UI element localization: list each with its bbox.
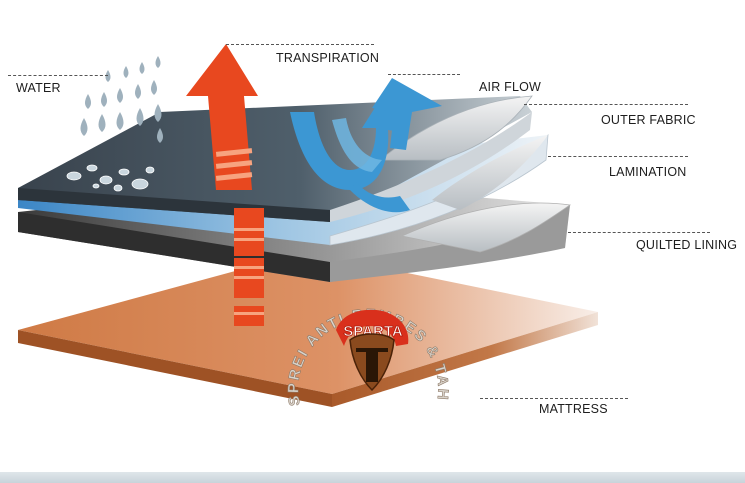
water-label: WATER (16, 81, 61, 95)
outer-fabric-leader-line (524, 104, 688, 105)
transpiration-leader-line (226, 44, 374, 45)
bottom-strip (0, 472, 745, 483)
quilted-lining-label: QUILTED LINING (636, 238, 737, 252)
transpiration-label: TRANSPIRATION (276, 51, 379, 65)
air-flow-leader-line (388, 74, 460, 75)
outer-fabric-label: OUTER FABRIC (601, 113, 696, 127)
water-leader-line (8, 75, 108, 76)
lamination-leader-line (548, 156, 688, 157)
mattress-label: MATTRESS (539, 402, 608, 416)
lamination-label: LAMINATION (609, 165, 686, 179)
quilted-lining-leader-line (568, 232, 710, 233)
mattress-leader-line (480, 398, 628, 399)
air-flow-label: AIR FLOW (479, 80, 541, 94)
